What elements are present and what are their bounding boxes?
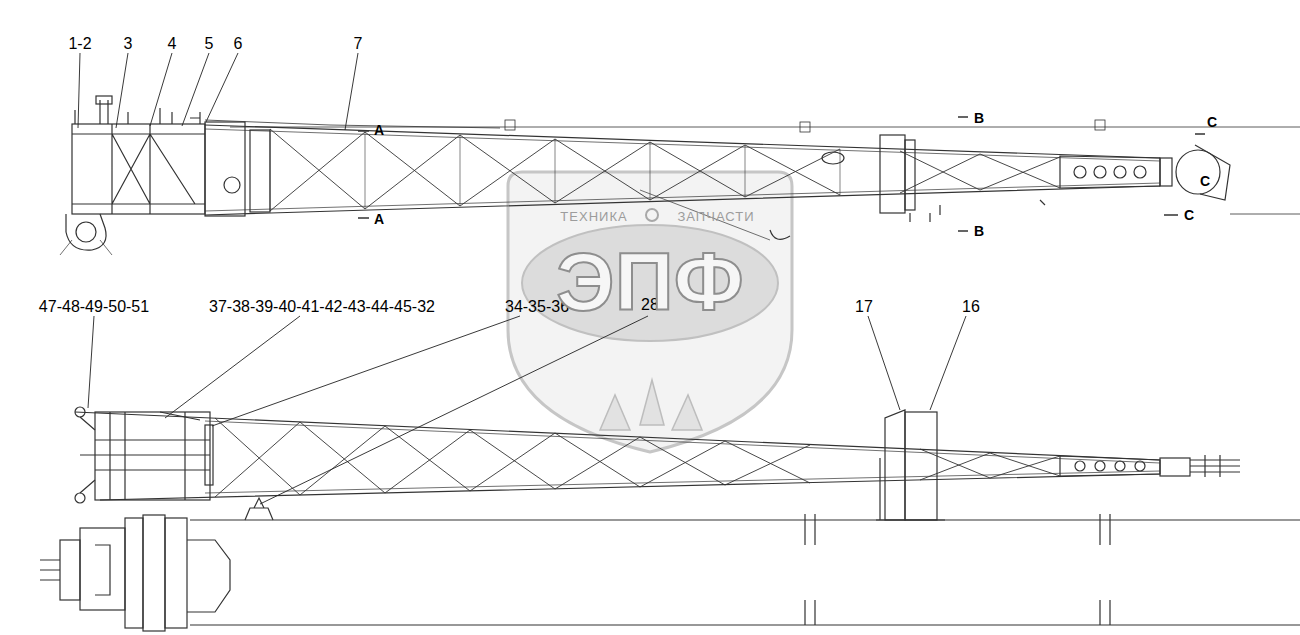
watermark-text: ЗАПЧАСТИ bbox=[677, 210, 754, 223]
watermark-text: ЭПФ bbox=[556, 241, 743, 323]
section-mark: C bbox=[1184, 208, 1194, 222]
leader-lines bbox=[78, 53, 966, 504]
callout-number: 5 bbox=[205, 36, 214, 52]
callout-number: 47-48-49-50-51 bbox=[39, 299, 149, 315]
section-mark: A bbox=[374, 212, 384, 226]
callout-number: 6 bbox=[234, 36, 243, 52]
callout-number: 7 bbox=[354, 36, 363, 52]
watermark-text: ТЕХНИКА bbox=[560, 210, 627, 223]
section-mark: B bbox=[974, 224, 984, 238]
callout-number: 17 bbox=[855, 299, 873, 315]
boom-plan-view bbox=[40, 407, 1300, 631]
callout-number: 1-2 bbox=[68, 36, 91, 52]
callout-number: 16 bbox=[962, 299, 980, 315]
callout-number: 3 bbox=[124, 36, 133, 52]
section-mark: C bbox=[1200, 174, 1210, 188]
section-mark: B bbox=[974, 111, 984, 125]
callout-number: 37-38-39-40-41-42-43-44-45-32 bbox=[209, 299, 435, 315]
section-mark: C bbox=[1207, 115, 1217, 129]
section-mark: A bbox=[374, 123, 384, 137]
callout-number: 4 bbox=[168, 36, 177, 52]
boom-side-view bbox=[60, 96, 1300, 255]
